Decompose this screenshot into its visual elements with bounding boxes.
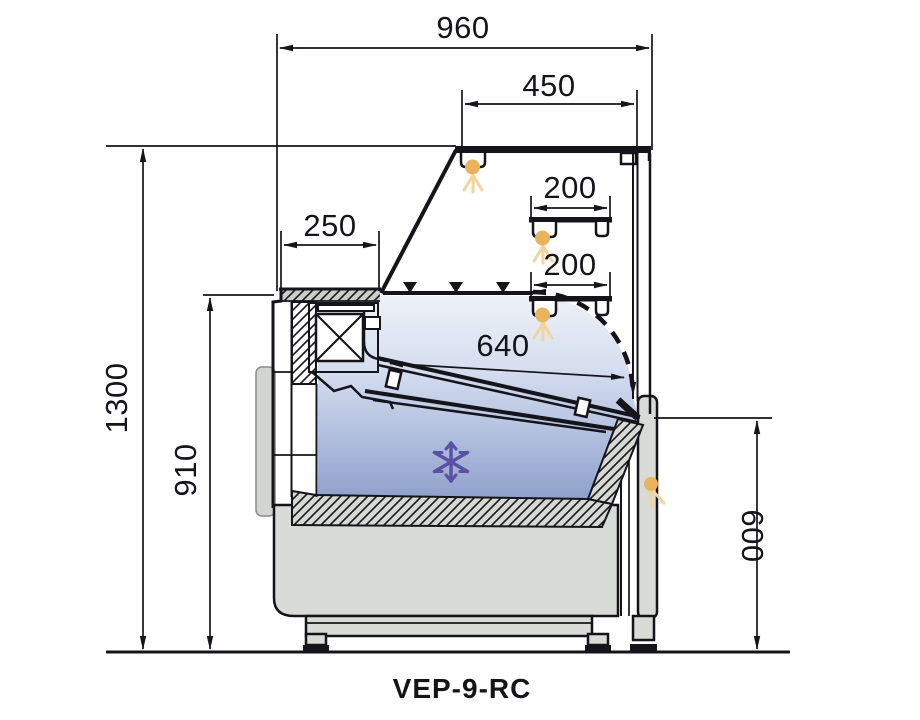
evaporator-unit xyxy=(308,302,395,410)
front-tub-wall-section xyxy=(586,417,645,506)
dim-lower-shelf: 200 xyxy=(543,247,596,282)
dim-total-height: 1300 xyxy=(99,363,134,434)
display-deck xyxy=(364,356,641,434)
model-label: VEP-9-RC xyxy=(393,673,532,704)
plinth xyxy=(304,614,594,638)
dim-top-glass-width: 450 xyxy=(522,68,575,103)
snowflake-icon xyxy=(432,441,470,483)
dim-total-width: 960 xyxy=(436,10,489,45)
lamp-bulbs xyxy=(465,159,658,491)
foot-right xyxy=(586,632,610,647)
tub-floor-section xyxy=(291,489,614,529)
rear-bumper-panel xyxy=(255,366,276,517)
dim-front-height: 600 xyxy=(735,509,770,562)
front-foot-pad xyxy=(630,644,657,652)
dim-deck-depth: 640 xyxy=(476,328,529,363)
foot-right-pad xyxy=(585,645,611,652)
foot-left-pad xyxy=(303,645,329,652)
foot-left xyxy=(304,632,328,647)
dimension-lines xyxy=(139,44,761,650)
dim-worktop-height: 910 xyxy=(168,443,203,496)
rear-slanted-glass xyxy=(379,149,458,294)
glass-swing-arc xyxy=(532,288,637,396)
front-glass xyxy=(632,153,652,414)
dim-back-counter: 250 xyxy=(303,208,356,243)
worktop-section xyxy=(279,287,381,302)
dim-upper-shelf: 200 xyxy=(543,170,596,205)
extension-lines xyxy=(106,34,772,419)
airflow-marker xyxy=(403,282,510,293)
lamp-icon xyxy=(462,173,666,509)
front-foot xyxy=(631,614,656,642)
canopy xyxy=(455,146,651,169)
